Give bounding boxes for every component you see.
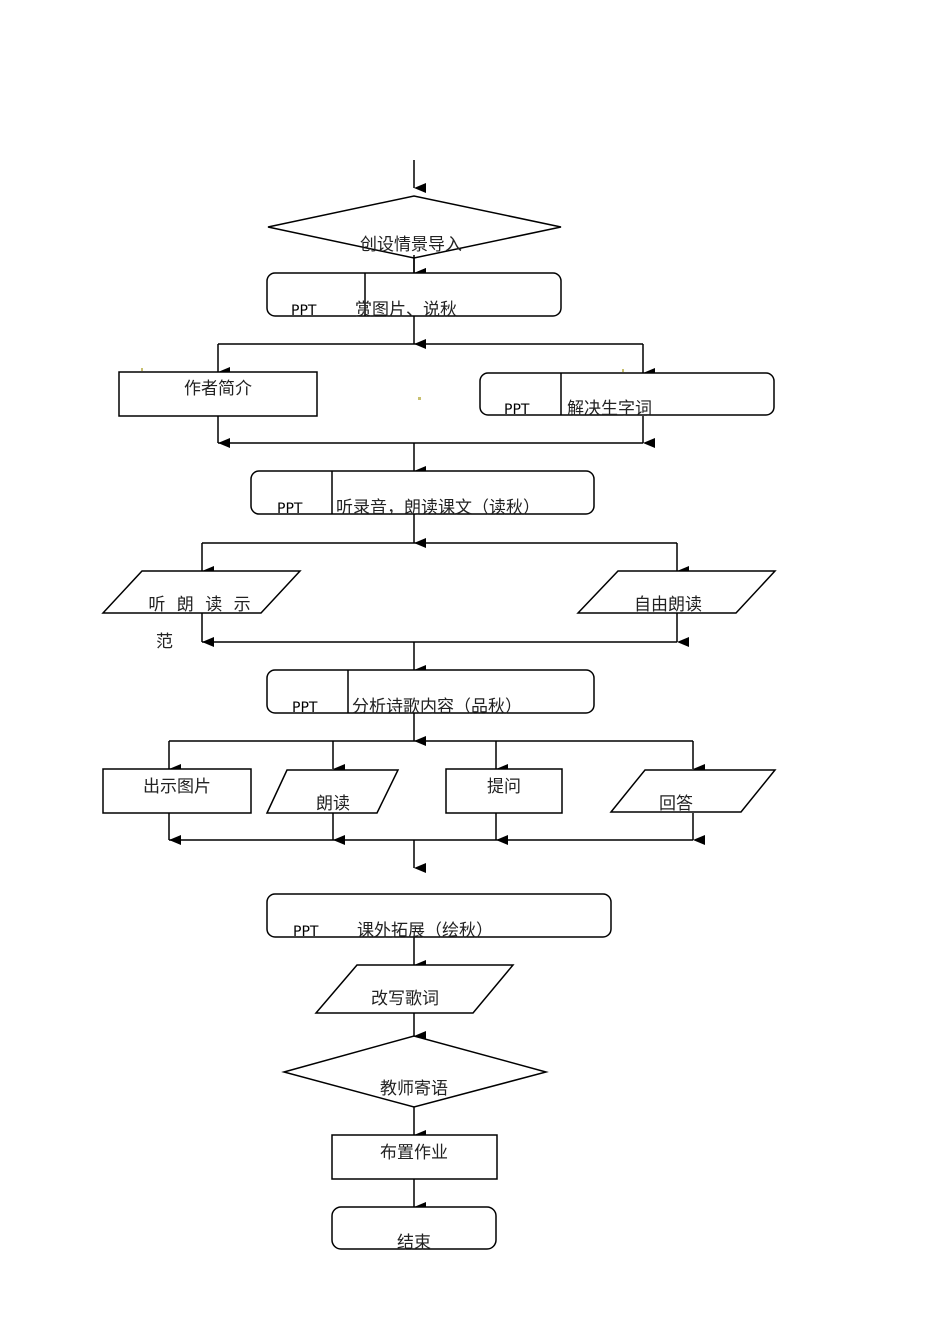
connectors — [168, 160, 705, 1212]
io-parallelogram — [265, 769, 400, 814]
stray-mark — [653, 369, 655, 372]
process-box — [331, 1134, 498, 1180]
node-free-read-label: 自由朗读 — [634, 595, 702, 615]
node-show-pic[interactable]: 出示图片 — [102, 768, 252, 814]
node-end-label: 结束 — [397, 1233, 431, 1253]
terminator — [331, 1206, 497, 1250]
io-parallelogram — [576, 570, 777, 614]
node-author-label: 作者简介 — [184, 379, 252, 399]
ppt-label: PPT — [277, 501, 303, 517]
node-vocab-label: 解决生字词 — [567, 399, 652, 419]
ppt-label: PPT — [291, 303, 317, 319]
node-free-read[interactable]: 自由朗读 — [576, 570, 777, 615]
ppt-process-box — [266, 893, 612, 938]
process-box — [445, 768, 563, 814]
stray-mark — [141, 368, 143, 371]
io-parallelogram — [609, 769, 777, 813]
ppt-label: PPT — [292, 700, 318, 716]
node-answer[interactable]: 回答 — [609, 769, 777, 814]
node-model-read-label-cont: 范 — [156, 632, 173, 652]
node-analyze[interactable]: PPT 分析诗歌内容（品秋） — [266, 669, 595, 717]
ppt-label: PPT — [504, 402, 530, 418]
node-ask-label: 提问 — [487, 777, 521, 797]
node-read[interactable]: 朗读 — [265, 769, 400, 814]
node-analyze-label: 分析诗歌内容（品秋） — [352, 697, 522, 717]
node-appreciate-label: 赏图片、说秋 — [355, 300, 457, 320]
node-show-pic-label: 出示图片 — [143, 777, 211, 797]
decision-diamond — [267, 195, 562, 259]
node-author[interactable]: 作者简介 — [118, 371, 318, 417]
ppt-label: PPT — [293, 924, 319, 940]
node-end[interactable]: 结束 — [331, 1206, 497, 1253]
ppt-process-box — [479, 372, 775, 416]
process-box — [118, 371, 318, 417]
node-read-label: 朗读 — [316, 794, 350, 814]
node-model-read-label: 听 朗 读 示 — [148, 595, 253, 615]
node-answer-label: 回答 — [659, 794, 693, 814]
node-homework-label: 布置作业 — [380, 1143, 448, 1163]
ppt-process-box — [250, 470, 595, 515]
node-teacher-words[interactable]: 教师寄语 — [281, 1035, 549, 1108]
node-listen[interactable]: PPT 听录音，朗读课文（读秋） — [250, 470, 595, 518]
node-intro[interactable]: 创设情景导入 — [267, 195, 562, 259]
node-ask[interactable]: 提问 — [445, 768, 563, 814]
ppt-process-box — [266, 272, 562, 317]
node-appreciate[interactable]: PPT 赏图片、说秋 — [266, 272, 562, 320]
stray-mark — [622, 369, 624, 372]
node-listen-label: 听录音，朗读课文（读秋） — [336, 498, 540, 518]
node-rewrite[interactable]: 改写歌词 — [314, 964, 515, 1014]
node-teacher-words-label: 教师寄语 — [380, 1079, 448, 1099]
node-vocab[interactable]: PPT 解决生字词 — [479, 372, 775, 419]
stray-mark — [418, 397, 421, 400]
node-extend-label: 课外拓展（绘秋） — [357, 921, 493, 941]
node-rewrite-label: 改写歌词 — [371, 989, 439, 1009]
node-extend[interactable]: PPT 课外拓展（绘秋） — [266, 893, 612, 941]
decision-diamond — [281, 1035, 549, 1108]
process-box — [102, 768, 252, 814]
node-model-read[interactable]: 听 朗 读 示 范 — [101, 570, 302, 652]
io-parallelogram — [314, 964, 515, 1014]
io-parallelogram — [101, 570, 302, 614]
node-homework[interactable]: 布置作业 — [331, 1134, 498, 1180]
node-intro-label: 创设情景导入 — [360, 235, 462, 255]
